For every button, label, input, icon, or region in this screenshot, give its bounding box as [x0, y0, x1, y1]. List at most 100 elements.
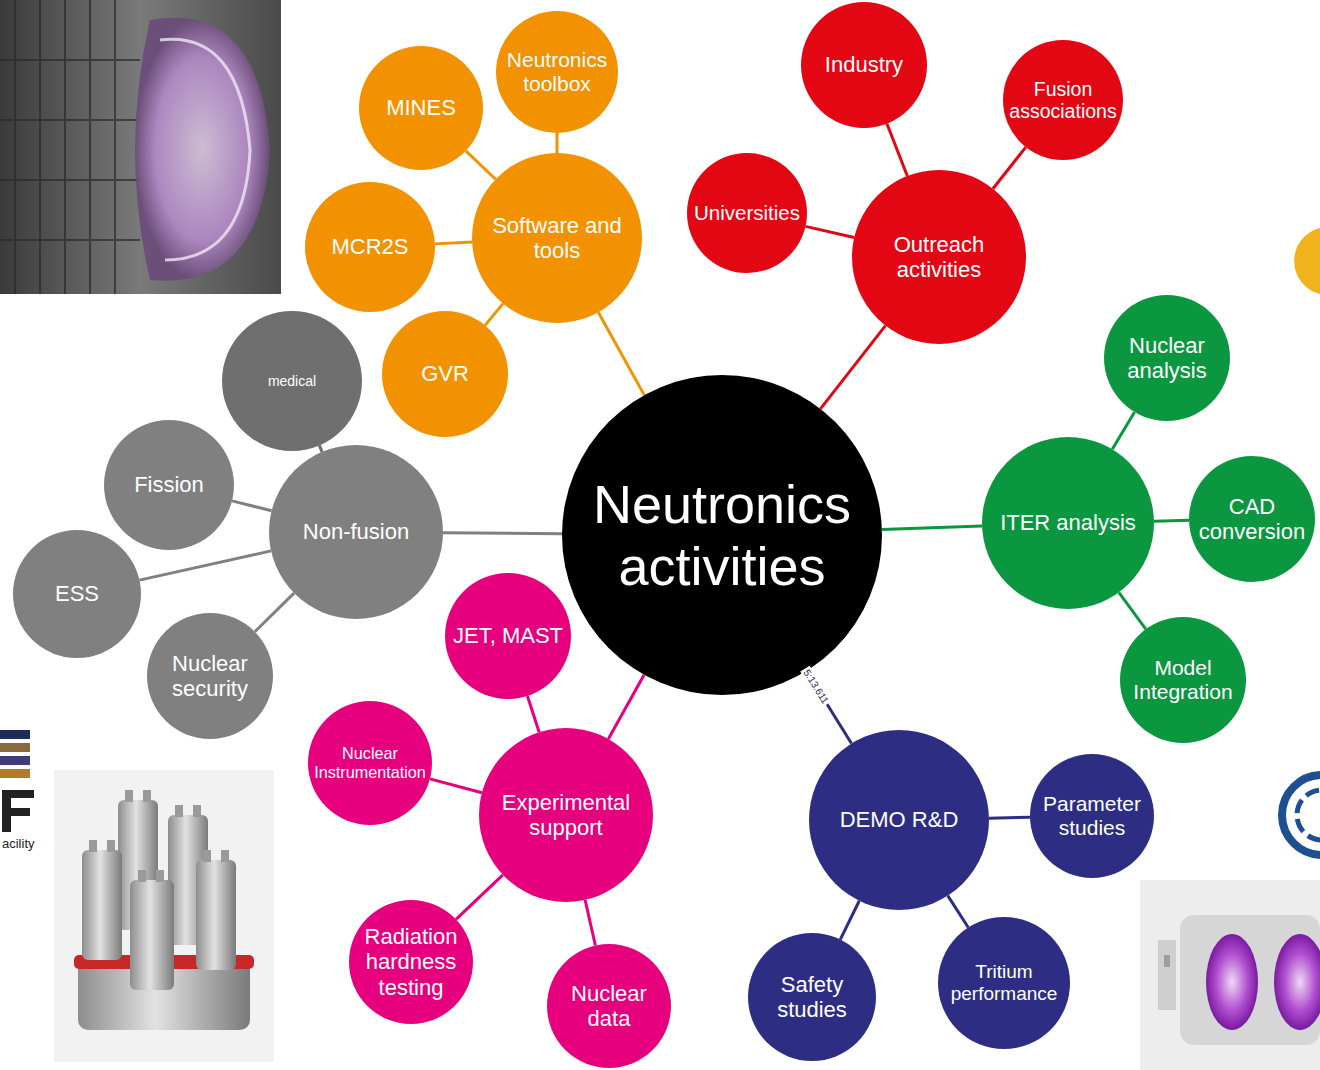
topic-circle: JET, MAST — [445, 573, 571, 699]
branch-line — [232, 501, 272, 511]
branch-line — [255, 593, 294, 632]
topic-circle: Nuclear data — [547, 944, 671, 1068]
node-text: MINES — [365, 95, 477, 120]
topic-circle: Nuclear analysis — [1104, 295, 1230, 421]
detector-photo — [54, 770, 274, 1062]
node-label: Non-fusion — [278, 519, 435, 544]
branch-circle: Outreach activities — [852, 170, 1026, 344]
line-label: 5:13.611 — [801, 666, 833, 708]
circle-shape — [269, 445, 443, 619]
circle-shape — [147, 613, 273, 739]
circle-shape — [1104, 295, 1230, 421]
circle-shape — [479, 728, 653, 902]
node-label: Nuclear analysis — [1110, 333, 1223, 384]
branch-line — [1119, 592, 1146, 629]
branch-line — [485, 304, 503, 326]
topic-circle: Industry — [801, 2, 927, 128]
circle-shape — [1120, 617, 1246, 743]
branch-line — [840, 901, 859, 940]
branch-line — [139, 551, 271, 580]
node-text: Nuclear analysis — [1110, 333, 1223, 384]
node-text: medical — [229, 373, 355, 389]
circle-shape — [938, 917, 1070, 1049]
node-label: Nuclear data — [553, 981, 665, 1032]
node-label: Universities — [693, 201, 801, 225]
branch-circle: ITER analysis — [982, 437, 1154, 609]
node-text: Safety studies — [754, 972, 869, 1023]
branch-circle: DEMO R&D — [809, 730, 989, 910]
node-label: Industry — [807, 52, 920, 77]
node-label: Safety studies — [754, 972, 869, 1023]
node-text: JET, MAST — [451, 623, 564, 648]
circle-shape — [1003, 40, 1123, 160]
node-label: Nuclear Instrumentation — [314, 744, 426, 781]
node-text: Tritium performance — [945, 961, 1064, 1005]
machine-render — [1140, 880, 1320, 1070]
branch-line — [1154, 519, 1189, 523]
circle-outline — [562, 375, 882, 695]
node-label: Nuclear security — [153, 651, 266, 702]
circle-shape — [1030, 754, 1154, 878]
node-label: Model Integration — [1126, 656, 1239, 704]
circle-shape — [496, 11, 618, 133]
branch-circle: Non-fusion — [269, 445, 443, 619]
branch-line — [430, 779, 482, 793]
node-text: Radiation hardness testing — [355, 924, 467, 1000]
branch-line — [466, 151, 496, 179]
branch-line — [598, 312, 644, 395]
circle-shape — [104, 420, 234, 550]
node-text: Neutronics toolbox — [502, 48, 612, 96]
branch-line — [319, 445, 322, 451]
topic-circle: Fission — [104, 420, 234, 550]
circle-shape — [445, 573, 571, 699]
node-label: Outreach activities — [861, 232, 1018, 283]
node-text: CAD conversion — [1195, 494, 1308, 545]
branch-circle: Experimental support — [479, 728, 653, 902]
node-label: Parameter studies — [1036, 792, 1148, 840]
node-label: MINES — [365, 95, 477, 120]
node-text: Model Integration — [1126, 656, 1239, 704]
branch-line — [887, 124, 907, 176]
node-text: Fusion associations — [1009, 78, 1117, 123]
logo-text: acility — [2, 836, 35, 851]
circle-shape — [472, 153, 642, 323]
circle-shape — [359, 46, 483, 170]
topic-circle: Neutronics toolbox — [496, 11, 618, 133]
node-label: Neutronics toolbox — [502, 48, 612, 96]
node-label: Fusion associations — [1009, 78, 1117, 123]
node-label: Experimental support — [488, 790, 645, 841]
topic-circle: Universities — [687, 153, 807, 273]
branch-line — [993, 147, 1026, 189]
node-text: Nuclear security — [153, 651, 266, 702]
node-label: DEMO R&D — [818, 807, 980, 832]
node-label: GVR — [388, 361, 501, 386]
node-text: MCR2S — [312, 234, 429, 259]
topic-circle: Safety studies — [748, 933, 876, 1061]
branch-line — [948, 896, 969, 928]
circle-shape — [222, 311, 362, 451]
branch-circle: Software and tools — [472, 153, 642, 323]
node-label: JET, MAST — [451, 623, 564, 648]
circle-shape — [748, 933, 876, 1061]
node-text: Fission — [111, 472, 228, 497]
node-label: Neutronics activities — [578, 473, 866, 597]
node-label: Software and tools — [481, 213, 634, 264]
topic-circle: Fusion associations — [1003, 40, 1123, 160]
topic-circle: Tritium performance — [938, 917, 1070, 1049]
topic-circle: GVR — [382, 311, 508, 437]
circle-shape — [982, 437, 1154, 609]
node-text: GVR — [388, 361, 501, 386]
node-label: medical — [229, 373, 355, 389]
node-label: Radiation hardness testing — [355, 924, 467, 1000]
branch-line — [989, 816, 1030, 820]
node-label: Tritium performance — [945, 961, 1064, 1005]
node-text: Non-fusion — [278, 519, 435, 544]
center-circle: Neutronics activities — [562, 375, 882, 695]
circle-shape — [308, 701, 432, 825]
branch-line — [443, 531, 562, 535]
node-text: ITER analysis — [991, 510, 1146, 535]
node-text: Industry — [807, 52, 920, 77]
tokamak-photo — [0, 0, 281, 294]
node-text: Parameter studies — [1036, 792, 1148, 840]
